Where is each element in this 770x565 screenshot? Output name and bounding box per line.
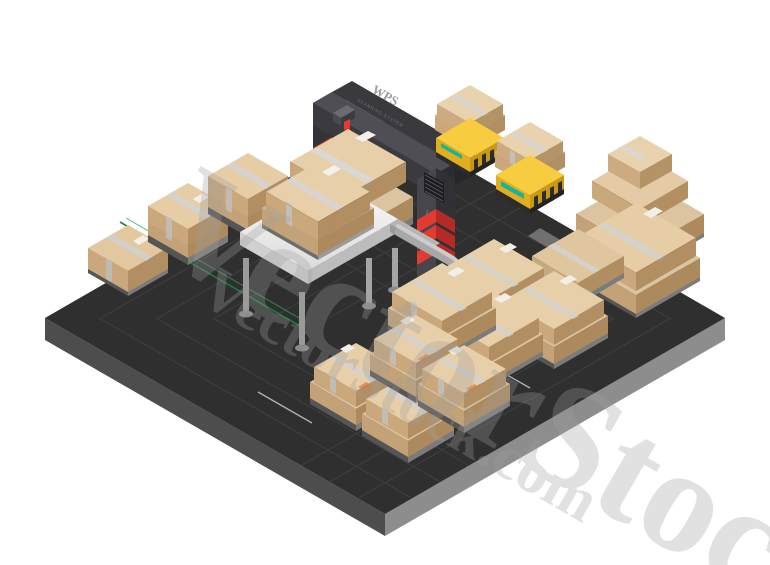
front-storage-grid [310,315,510,463]
agv-2-body-right [530,175,564,211]
agv-1-body-right [470,138,504,174]
center-conveyor-load [262,162,374,260]
agv-robot-2[interactable] [495,122,565,214]
platform-right-edge [385,318,725,536]
agv-robot-1[interactable] [435,85,505,177]
platform-left-edge [45,318,385,536]
scanner-vent-grille [424,172,444,203]
agv-1-indicator [441,143,462,159]
pallet-left-1 [88,225,168,296]
pallet-front-4 [418,345,510,433]
agv-2-indicator [501,181,524,199]
